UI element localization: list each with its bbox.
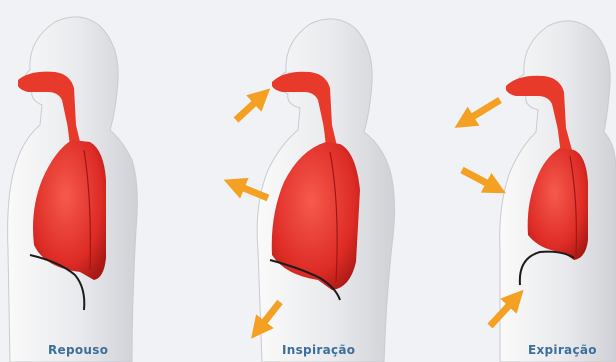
arrow-icon xyxy=(462,170,496,188)
panel-expiracao xyxy=(462,21,616,362)
caption-inspiracao: Inspiração xyxy=(282,343,355,357)
arrow-icon xyxy=(236,96,262,120)
panel-repouso xyxy=(8,17,138,362)
caption-repouso: Repouso xyxy=(48,343,108,357)
panel-inspiracao xyxy=(234,19,395,362)
arrow-icon xyxy=(464,100,500,122)
caption-expiracao: Expiração xyxy=(528,343,597,357)
